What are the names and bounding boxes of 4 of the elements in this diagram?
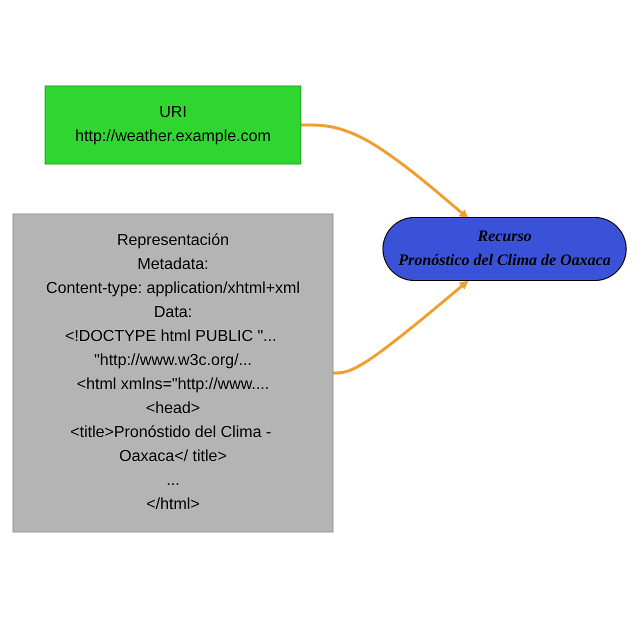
arrow: [300, 123, 468, 218]
node-box: Representación Metadata: Content-type: application/xhtml+xml Data: <!DOCTYPE html PUBLIC "... "http://www.w3c.org/... <html xmlns="http://www.... <head> <title>Pronóstido del Clima - Oaxaca</ title> ... </html>: [12, 213, 334, 532]
arrow: [332, 280, 468, 374]
node-box: URI http://weather.example.com: [44, 85, 302, 164]
